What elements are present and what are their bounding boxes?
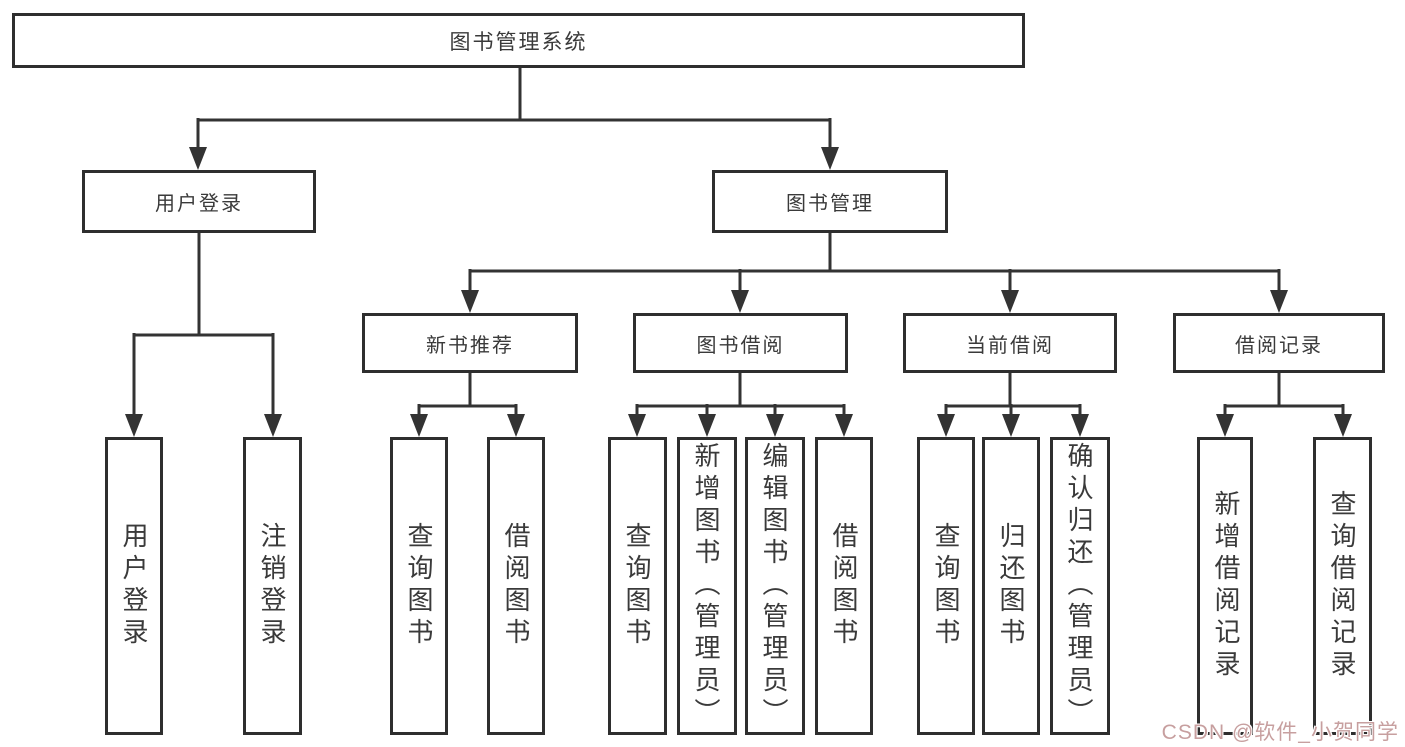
csdn-watermark: CSDN @软件_小贺同学 <box>1161 721 1399 744</box>
leaf-user-login: 用户登录 <box>105 437 163 735</box>
node-new-book-recommendation: 新书推荐 <box>362 313 578 373</box>
leaf-add-borrow-record: 新增借阅记录 <box>1197 437 1253 735</box>
connector-edges <box>132 68 1345 422</box>
node-library-management-system: 图书管理系统 <box>12 13 1025 68</box>
leaf-borrow-books: 借阅图书 <box>815 437 873 735</box>
node-borrowing-records: 借阅记录 <box>1173 313 1385 373</box>
node-current-borrowing: 当前借阅 <box>903 313 1117 373</box>
node-book-management: 图书管理 <box>712 170 948 233</box>
node-user-login: 用户登录 <box>82 170 316 233</box>
leaf-query-books-current: 查询图书 <box>917 437 975 735</box>
leaf-query-books-recommend: 查询图书 <box>390 437 448 735</box>
leaf-query-books-borrow: 查询图书 <box>608 437 667 735</box>
leaf-logout: 注销登录 <box>243 437 302 735</box>
leaf-borrow-books-recommend: 借阅图书 <box>487 437 545 735</box>
connector-arrowheads <box>125 147 1352 437</box>
leaf-query-borrow-record: 查询借阅记录 <box>1313 437 1372 735</box>
leaf-add-book-admin: 新增图书（管理员） <box>677 437 737 735</box>
node-book-borrowing: 图书借阅 <box>633 313 848 373</box>
leaf-return-books: 归还图书 <box>982 437 1040 735</box>
leaf-confirm-return-admin: 确认归还（管理员） <box>1050 437 1110 735</box>
leaf-edit-book-admin: 编辑图书（管理员） <box>745 437 805 735</box>
